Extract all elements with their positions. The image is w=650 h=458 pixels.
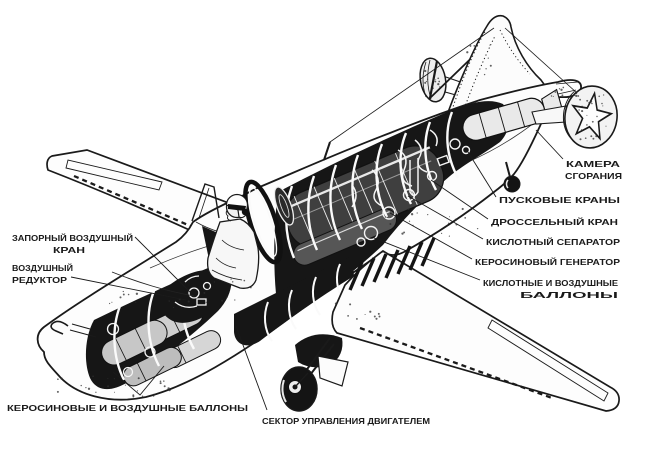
gear-door <box>317 355 349 387</box>
tail-fin <box>443 14 548 125</box>
label-kerosene-air-cylinders: КЕРОСИНОВЫЕ И ВОЗДУШНЫЕ БАЛЛОНЫ <box>7 403 248 413</box>
starboard-wing <box>331 237 620 412</box>
leader-engine-control-sector <box>235 325 268 411</box>
label-kerosene-generator: КЕРОСИНОВЫЙ ГЕНЕРАТОР <box>475 256 620 267</box>
shutoff-valve-unit <box>202 281 212 291</box>
antenna-wire <box>329 27 495 143</box>
tailplane-starboard <box>531 85 618 149</box>
stipple-shading <box>56 44 607 398</box>
cockpit-pilot <box>191 179 295 289</box>
fin-bracing-wire <box>504 27 578 94</box>
cockpit-ring-frame <box>243 179 283 265</box>
mid-cutaway <box>111 256 354 346</box>
nose-pitot <box>50 320 97 338</box>
valves-and-fittings <box>356 138 471 247</box>
port-disc-spoke <box>428 60 439 99</box>
label-engine-control-sector: СЕКТОР УПРАВЛЕНИЯ ДВИГАТЕЛЕМ <box>262 416 430 426</box>
label-air-reducer-line1: ВОЗДУШНЫЙ <box>12 262 73 273</box>
port-aileron <box>65 159 163 191</box>
wing-root-flap-hatching <box>348 237 436 291</box>
leader-lines <box>70 129 564 411</box>
leader-starting-valves <box>467 151 497 198</box>
pilot-goggles <box>228 204 246 211</box>
starboard-walkway-dashes <box>359 326 553 400</box>
soviet-star <box>571 90 614 141</box>
pilot-torso <box>206 218 260 289</box>
leader-acid-air-cylinders <box>373 237 481 281</box>
helmet-ear-cup <box>241 208 249 216</box>
antenna-wires <box>323 27 578 161</box>
air-reducer-unit <box>188 287 200 299</box>
label-shutoff-air-valve-line2: КРАН <box>53 245 85 255</box>
leader-acid-separator <box>407 195 484 240</box>
label-throttle-valve: ДРОССЕЛЬНЫЙ КРАН <box>491 216 618 227</box>
landing-gear <box>280 161 521 412</box>
windshield <box>191 183 220 222</box>
labels: ЗАПОРНЫЙ ВОЗДУШНЫЙ КРАН ВОЗДУШНЫЙ РЕДУКТ… <box>7 159 622 426</box>
leader-throttle-valve <box>430 179 489 220</box>
pilot <box>206 193 260 289</box>
leader-shutoff-air-valve <box>134 236 191 293</box>
leader-kerosene-air-cylinders <box>112 365 165 396</box>
antenna-mast <box>323 141 331 161</box>
label-acid-air-cylinders-line1: КИСЛОТНЫЕ И ВОЗДУШНЫЕ <box>483 278 618 288</box>
label-acid-air-cylinders-line2: БАЛЛОНЫ <box>520 290 618 300</box>
aft-cutaway <box>274 88 565 310</box>
label-air-reducer-line2: РЕДУКТОР <box>12 275 67 285</box>
label-acid-separator: КИСЛОТНЫЙ СЕПАРАТОР <box>486 236 620 247</box>
tail-wheel-strut <box>505 161 511 178</box>
label-starting-valves: ПУСКОВЫЕ КРАНЫ <box>499 195 620 205</box>
leader-air-reducer <box>70 276 187 301</box>
label-combustion-chamber-line1: КАМЕРА <box>566 159 620 169</box>
starboard-aileron <box>487 319 609 402</box>
label-shutoff-air-valve-line1: ЗАПОРНЫЙ ВОЗДУШНЫЙ <box>12 232 133 243</box>
label-combustion-chamber-line2: СГОРАНИЯ <box>565 171 622 181</box>
leader-combustion-chamber <box>535 129 564 160</box>
leader-kerosene-generator <box>389 212 473 260</box>
